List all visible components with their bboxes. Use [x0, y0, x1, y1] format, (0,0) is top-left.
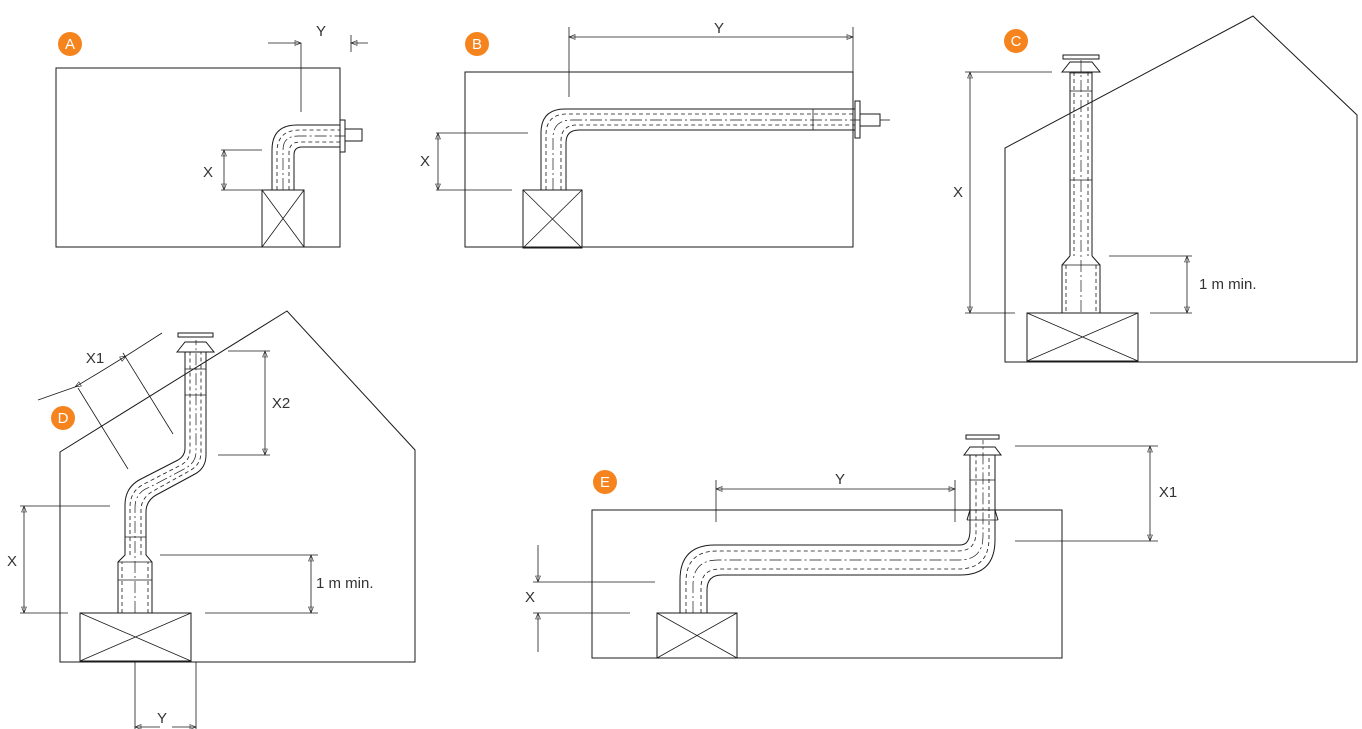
dim-x-d: X — [7, 553, 17, 570]
badge-b — [465, 32, 489, 56]
dim-x-a: X — [203, 164, 213, 181]
badge-a-label: A — [65, 36, 75, 53]
dim-y-e: Y — [835, 471, 845, 488]
appliance-e — [656, 612, 738, 659]
diagram-a: A Y X — [55, 23, 368, 248]
dim-y-b: Y — [714, 20, 724, 37]
flue-pipe-e — [679, 455, 996, 613]
flue-pipe-c — [1069, 72, 1093, 256]
dim-x2-d: X2 — [272, 395, 290, 412]
dim-min-d: 1 m min. — [316, 575, 374, 592]
badge-e-label: E — [600, 474, 610, 491]
dim-y-d: Y — [157, 710, 167, 727]
dim-x-c: X — [953, 184, 963, 201]
room-outline-b — [464, 71, 854, 248]
dim-x-b: X — [420, 153, 430, 170]
badge-c — [1004, 29, 1028, 53]
badge-c-label: C — [1011, 33, 1022, 50]
diagram-c: C X 1 m min. — [953, 15, 1358, 363]
flue-pipe-a — [271, 124, 340, 190]
dim-x1-e: X1 — [1159, 484, 1177, 501]
house-outline-c — [1004, 15, 1358, 363]
appliance-d — [79, 612, 192, 662]
dim-x1-d: X1 — [86, 350, 104, 367]
badge-a — [58, 32, 82, 56]
badge-d — [51, 406, 75, 430]
badge-b-label: B — [472, 36, 482, 53]
diagram-d: D X1 X2 X — [7, 310, 416, 729]
diagram-b: B Y X — [420, 20, 890, 249]
room-outline-e — [591, 509, 1063, 659]
badge-d-label: D — [58, 410, 69, 427]
dim-x-e: X — [525, 589, 535, 606]
flue-pipe-b — [540, 108, 855, 190]
diagram-e: E Y X1 X — [525, 434, 1177, 659]
dim-y-a: Y — [316, 23, 326, 40]
appliance-b — [522, 189, 583, 249]
dim-min-c: 1 m min. — [1199, 276, 1257, 293]
house-outline-d — [59, 310, 416, 663]
appliance-c — [1026, 312, 1139, 362]
badge-e — [593, 470, 617, 494]
room-outline-a — [55, 67, 341, 248]
